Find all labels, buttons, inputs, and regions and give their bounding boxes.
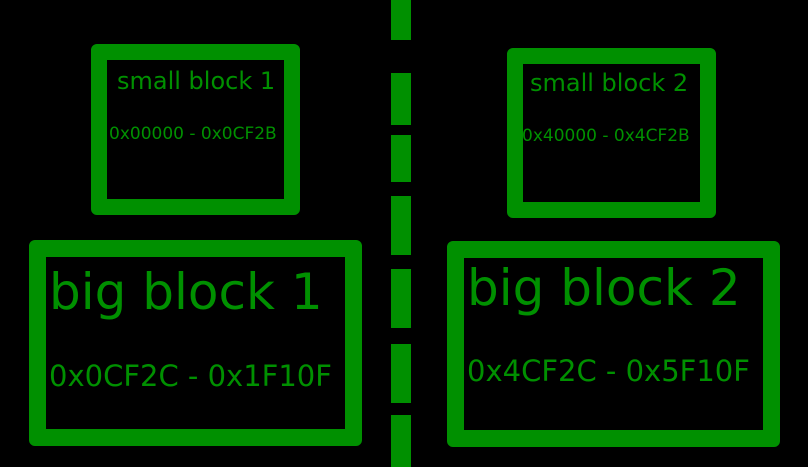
divider-segment	[391, 415, 411, 467]
big-block-2-range: 0x4CF2C - 0x5F10F	[467, 354, 750, 388]
small-block-2-range: 0x40000 - 0x4CF2B	[522, 126, 690, 146]
divider-segment	[391, 196, 411, 255]
big-block-1-box	[29, 240, 362, 446]
divider-segment	[391, 135, 411, 182]
big-block-1-title: big block 1	[49, 263, 323, 321]
small-block-2-box	[507, 48, 716, 218]
big-block-2-title: big block 2	[467, 259, 741, 317]
small-block-2-title: small block 2	[530, 69, 689, 97]
big-block-2-box	[447, 241, 780, 447]
divider-segment	[391, 0, 411, 40]
small-block-1-range: 0x00000 - 0x0CF2B	[109, 124, 277, 144]
divider-segment	[391, 269, 411, 328]
small-block-1-title: small block 1	[117, 67, 276, 95]
big-block-1-range: 0x0CF2C - 0x1F10F	[49, 359, 332, 393]
small-block-1-box	[91, 44, 300, 215]
divider-segment	[391, 73, 411, 125]
divider-segment	[391, 344, 411, 403]
